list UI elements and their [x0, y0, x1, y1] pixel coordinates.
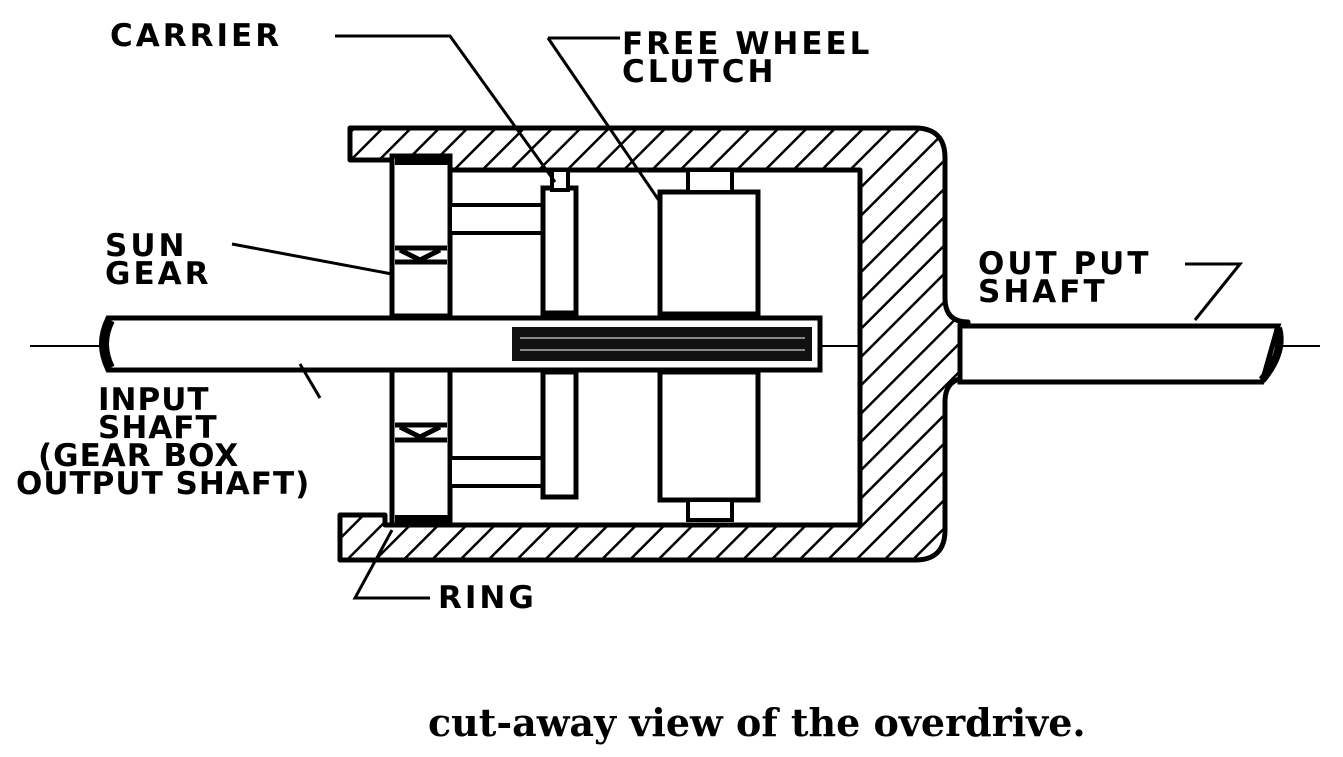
overdrive-housing [337, 125, 971, 563]
clutch-body-lower [657, 369, 761, 503]
input-shaft-leader [298, 363, 322, 399]
label-carrier: CARRIER [110, 18, 283, 54]
label-input-shaft: INPUT SHAFT (GEAR BOX OUTPUT SHAFT) [16, 382, 311, 502]
carrier-leader [335, 34, 557, 183]
figure-caption: cut-away view of the overdrive. [428, 700, 1086, 745]
input-shaft-spline-lines [520, 337, 805, 351]
ring-gear-teeth-lower [395, 422, 447, 443]
input-shaft-spline [512, 327, 812, 361]
ring-gear-upper [389, 153, 453, 319]
clutch-bottom-tab [686, 498, 734, 522]
label-output-shaft: OUT PUT SHAFT [978, 246, 1152, 310]
output-shaft-leader [1185, 262, 1244, 321]
label-sun-gear: SUN GEAR [105, 228, 212, 292]
label-free-wheel-clutch: FREE WHEEL CLUTCH [622, 26, 873, 90]
ring-gear-teeth-upper [395, 245, 447, 265]
clutch-body-upper [657, 189, 761, 317]
carrier-plate-lower [540, 369, 579, 500]
output-shaft-end [1258, 326, 1284, 383]
carrier-plate-upper [540, 185, 579, 316]
clutch-leader-2 [546, 37, 662, 203]
sun-gear-leader [231, 242, 393, 276]
clutch-top-tab [686, 168, 734, 194]
planet-pin-upper [448, 203, 547, 235]
ring-gear-lower [389, 367, 453, 528]
ring-leader [352, 529, 430, 600]
planet-pin-lower [448, 456, 547, 488]
input-shaft-end [99, 317, 115, 371]
output-shaft [957, 323, 1282, 385]
label-ring: RING [438, 580, 537, 616]
